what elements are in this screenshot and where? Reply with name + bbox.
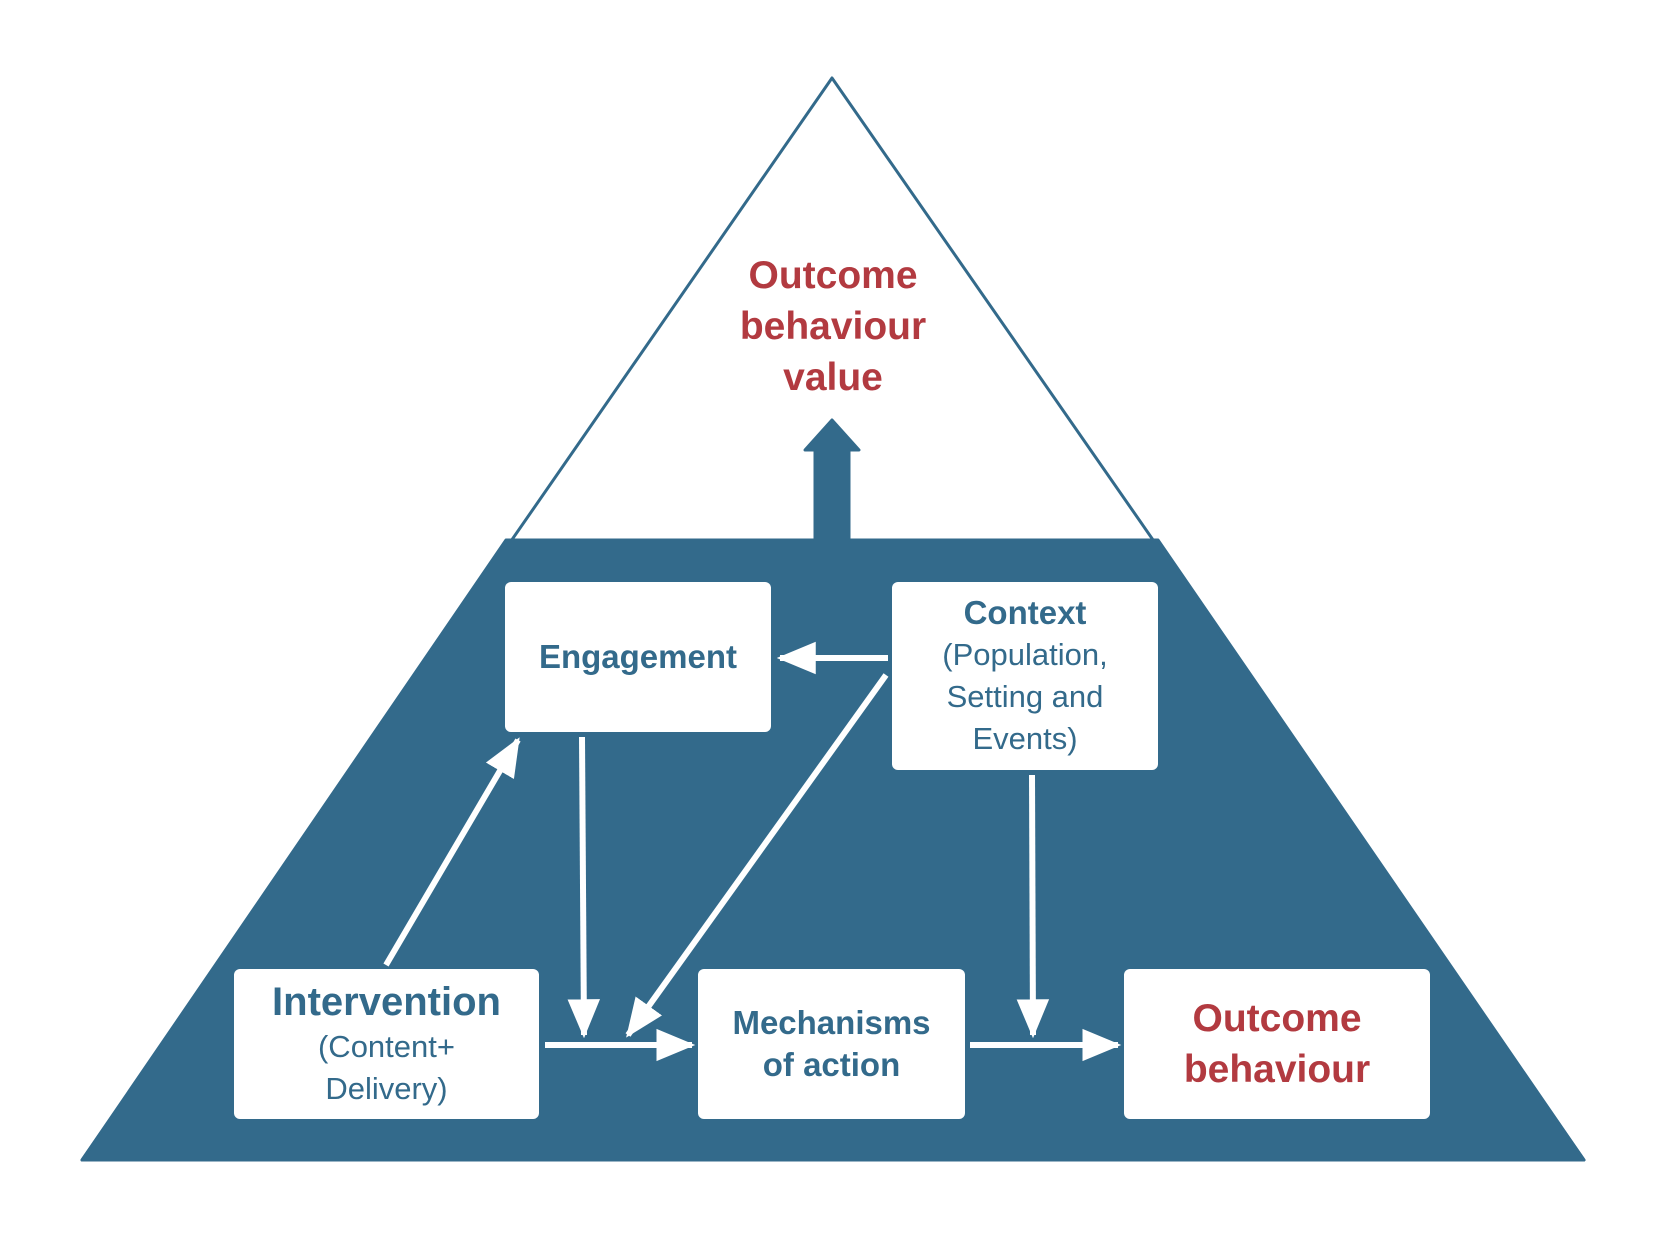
arrow-context-to-outcome [1016,774,1050,1039]
up-arrow [803,418,861,542]
context-line-2: Setting and [946,679,1104,714]
mechanisms-box: Mechanisms of action [698,969,965,1119]
mechanisms-line-2: of action [762,1046,901,1083]
outcome-line-2: behaviour [1183,1048,1371,1091]
context-line-3: Events) [972,721,1078,756]
context-box: Context (Population, Setting and Events) [892,582,1158,770]
context-title: Context [963,594,1087,631]
engagement-box: Engagement [505,582,771,732]
context-line-1: (Population, [942,637,1108,672]
mechanisms-line-1: Mechanisms [732,1004,931,1041]
intervention-line-2: Delivery) [325,1071,448,1106]
outcome-behaviour-box: Outcome behaviour [1124,969,1430,1119]
outcome-line-1: Outcome [1192,997,1362,1040]
engagement-title: Engagement [538,638,738,675]
outcome-behaviour-value-label: Outcome behaviour value [739,254,927,399]
intervention-box: Intervention (Content+ Delivery) [234,969,539,1119]
arrow-engagement-to-mechanisms [567,736,601,1039]
intervention-title: Intervention [272,980,501,1024]
arrow-context-to-mechanisms [625,673,889,1038]
arrow-intervention-to-engagement [383,737,521,967]
intervention-line-1: (Content+ [317,1029,455,1064]
